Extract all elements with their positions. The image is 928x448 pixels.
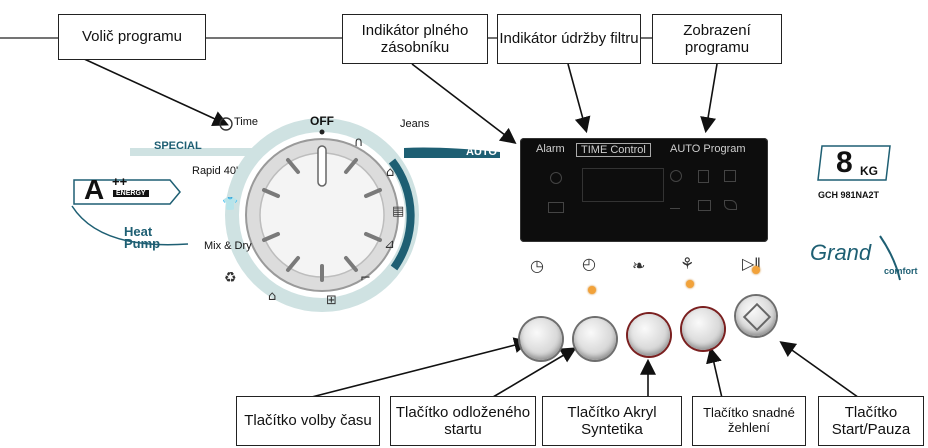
dial-off-dot [319,129,325,135]
stack-icon: ⊞ [326,293,337,308]
dial-pointer [317,145,327,187]
time-icon [219,117,233,131]
energy-plus: ++ [112,174,128,189]
delay-led [588,286,596,294]
filter-icon [548,202,564,213]
arrow-full-tank [411,63,517,144]
capacity-number: 8 [836,146,853,179]
callout-filter: Indikátor údržby filtru [497,14,641,64]
model-number: GCH 981NA2T [818,190,880,200]
cabinet-icon: ▤ [392,204,404,219]
callout-start-button: Tlačítko Start/Pauza [818,396,924,446]
delayed-start-button[interactable] [574,318,616,360]
house-icon: ⌂ [386,165,394,180]
capacity-unit: KG [860,164,878,178]
alarm-label: Alarm [536,143,565,155]
iron-program-icon [724,170,736,182]
dial-label-off: OFF [310,114,334,128]
feather-icon: ❧ [632,258,646,275]
dial-label-mix: Mix & Dry [204,240,252,252]
shirt-icon: 👕 [222,197,238,212]
heat-pump-logo: Heat Pump [124,224,161,251]
start-led [752,266,760,274]
arrow-iron-button [706,346,723,399]
iron-shirt-icon: ⌂ [268,289,276,304]
dial-ring-auto [388,158,415,271]
callout-program-selector: Volič programu [58,14,206,60]
callout-full-tank: Indikátor plného zásobníku [342,14,488,64]
dial-label-rapid: Rapid 40' [192,165,239,177]
cotton-program-icon [670,170,682,182]
acryl-synthetic-button[interactable] [628,314,670,356]
arrow-time-button [299,337,531,401]
delicate-program-icon [724,200,737,210]
callout-iron-button: Tlačítko snadné žehlení [692,396,806,446]
energy-class: A [84,174,105,205]
iron-shirt-icon: ⚘ [680,256,695,273]
callout-acryl-button: Tlačítko Akryl Syntetika [542,396,682,446]
display-panel: Alarm TIME Control AUTO Program [520,138,768,242]
easy-iron-button[interactable] [682,308,724,350]
callout-program-display: Zobrazení programu [652,14,782,64]
energy-word: ENERGY [113,190,149,197]
auto-band [404,147,500,158]
arrow-program-selector [81,57,229,126]
sock-icon: ⌐ [360,271,371,286]
jeans-icon: ∩ [354,135,364,150]
arrow-start-button [779,341,863,401]
special-band [130,148,262,156]
dial-label-special: SPECIAL [154,140,202,152]
capacity-badge [817,145,891,181]
delay-clock-icon: ◴ [582,256,596,273]
wool-icon: ♻ [224,270,237,286]
dial-label-jeans: Jeans [400,118,430,130]
time-digits-area [582,168,664,202]
dial-label-auto: AUTO [466,146,497,158]
clock-icon: ◷ [530,258,544,275]
callout-time-button: Tlačítko volby času [236,396,380,446]
auto-program-label: AUTO Program [670,143,746,155]
brand-comfort: comfort [884,266,918,276]
start-diamond-icon [742,302,772,332]
time-control-label: TIME Control [576,143,651,157]
hang-program-icon [670,202,680,209]
start-pause-button[interactable] [736,296,776,336]
arrow-delay-button [487,347,577,401]
callout-delay-button: Tlačítko odloženého startu [390,396,536,446]
time-select-button[interactable] [520,318,562,360]
shirt-program-icon [698,200,711,211]
dial-label-time: Time [234,116,259,128]
arrow-program-display [700,63,718,134]
arrow-filter [567,63,591,134]
brand-grand: Grand [810,240,872,265]
iron-led [686,280,694,288]
tank-full-icon [550,172,562,184]
cupboard-program-icon [698,170,709,183]
tray-icon: ⊿ [384,237,395,252]
